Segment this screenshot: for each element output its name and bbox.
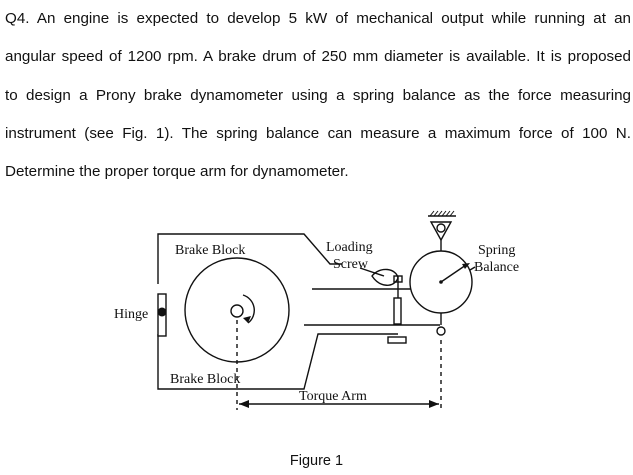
label-brake-block-top: Brake Block bbox=[175, 243, 245, 258]
hanger-ring bbox=[436, 223, 446, 233]
rotation-arrowhead bbox=[243, 316, 251, 323]
hanger-triangle bbox=[429, 221, 453, 242]
question-line-2: angular speed of 1200 rpm. A brake drum … bbox=[5, 48, 631, 66]
dial-pointer-head bbox=[462, 263, 470, 269]
dimension-arrow-left bbox=[239, 400, 249, 408]
drum-shaft bbox=[230, 304, 244, 318]
question-line-4: instrument (see Fig. 1). The spring bala… bbox=[5, 124, 631, 142]
question-line-5: Determine the proper torque arm for dyna… bbox=[5, 163, 349, 181]
screw-nut bbox=[393, 275, 403, 283]
loading-screw-leader bbox=[359, 267, 385, 277]
label-brake-block-bottom: Brake Block bbox=[170, 372, 240, 387]
rotation-arrow bbox=[242, 294, 255, 324]
lower-brake-block-outline bbox=[157, 333, 398, 390]
label-spring-balance-2: Balance bbox=[474, 260, 519, 275]
dial-center bbox=[439, 280, 443, 284]
question-line-3: to design a Prony brake dynamometer usin… bbox=[5, 86, 631, 104]
dial-pointer bbox=[440, 264, 467, 283]
figure-caption: Figure 1 bbox=[289, 453, 344, 469]
label-spring-balance-1: Spring bbox=[478, 243, 515, 258]
spring-balance-leader bbox=[469, 266, 476, 271]
label-torque-arm: Torque Arm bbox=[299, 389, 367, 404]
question-text: Q4. An engine is expected to develop 5 k… bbox=[5, 0, 631, 191]
upper-brake-block-outline bbox=[157, 233, 342, 284]
dimension-arrow-right bbox=[429, 400, 439, 408]
label-loading-screw-1: Loading bbox=[326, 240, 373, 255]
label-loading-screw-2: Screw bbox=[333, 257, 369, 272]
hook-ring bbox=[436, 326, 446, 336]
label-hinge: Hinge bbox=[114, 307, 148, 322]
question-line-1: Q4. An engine is expected to develop 5 k… bbox=[5, 10, 631, 27]
bottom-bracket bbox=[387, 336, 407, 344]
hinge-pin bbox=[157, 307, 167, 317]
rod-connector bbox=[393, 297, 402, 325]
